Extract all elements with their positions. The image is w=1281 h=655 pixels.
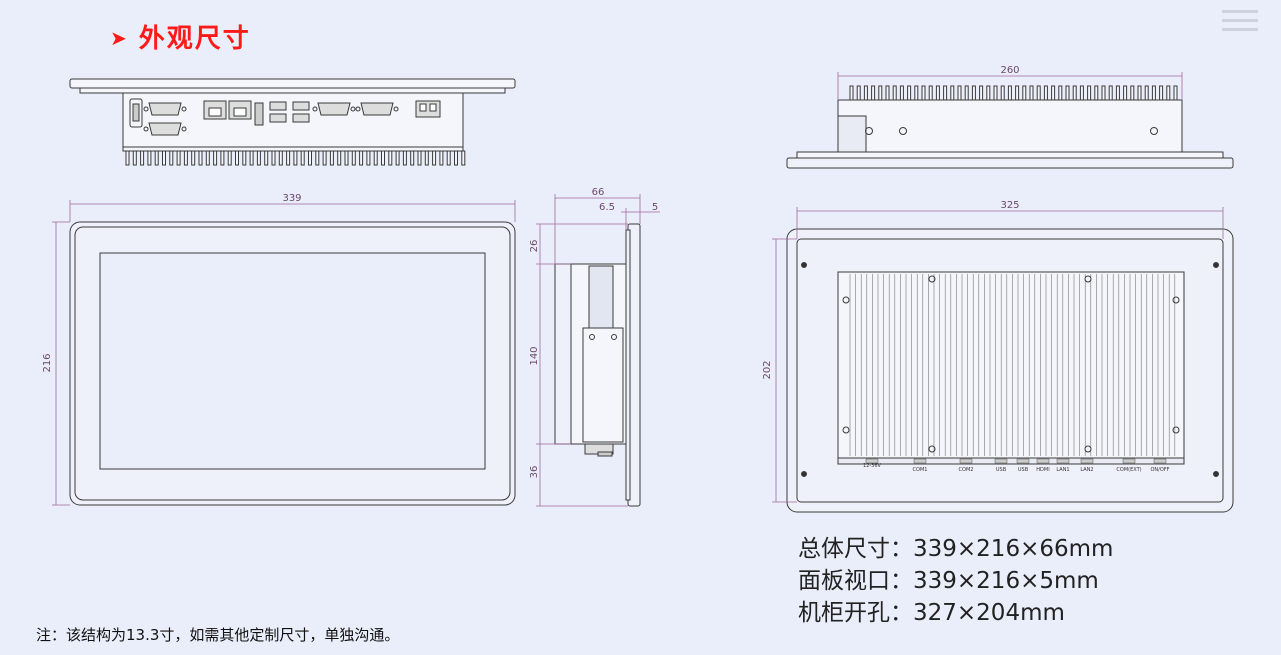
spec-value: 327×204mm <box>913 600 1065 626</box>
spec-label: 总体尺寸： <box>798 536 913 562</box>
dim-back-height: 202 <box>762 360 773 379</box>
footnote: 注：该结构为13.3寸，如需其他定制尺寸，单独沟通。 <box>36 626 400 644</box>
dim-side-depth: 66 <box>592 187 605 198</box>
port-label: USB <box>996 467 1007 473</box>
front-view <box>69 221 516 506</box>
port-label: COM2 <box>959 467 974 473</box>
dim-side-panel: 5 <box>652 202 658 213</box>
port-label: USB <box>1018 467 1029 473</box>
port-label: LAN1 <box>1056 467 1069 473</box>
port-label: COM1 <box>913 467 928 473</box>
port-label: COM(EXT) <box>1116 467 1141 473</box>
section-title-text: 外观尺寸 <box>138 24 251 54</box>
spec-list: 总体尺寸：339×216×66mm 面板视口：339×216×5mm 机柜开孔：… <box>798 533 1113 629</box>
dim-side-offset: 6.5 <box>599 202 615 213</box>
spec-row-cutout: 机柜开孔：327×204mm <box>798 597 1113 629</box>
port-label: LAN2 <box>1080 467 1093 473</box>
dim-side-top: 26 <box>529 240 540 253</box>
spec-label: 机柜开孔： <box>798 600 913 626</box>
port-label: HDMI <box>1036 467 1049 473</box>
spec-row-panel: 面板视口：339×216×5mm <box>798 565 1113 597</box>
section-title: ➤ 外观尺寸 <box>110 18 251 55</box>
side-view <box>554 223 641 507</box>
dim-side-mid: 140 <box>529 346 540 365</box>
dim-back-width: 325 <box>1000 200 1019 211</box>
port-view <box>69 78 516 166</box>
menu-icon[interactable] <box>1222 10 1258 34</box>
dim-front-height: 216 <box>42 353 53 372</box>
arrow-bullet-icon: ➤ <box>110 26 129 50</box>
back-view <box>786 228 1234 513</box>
port-label: 12-36V <box>863 463 882 469</box>
spec-label: 面板视口： <box>798 568 913 594</box>
port-label: ON/OFF <box>1150 467 1169 473</box>
dim-front-width: 339 <box>282 193 301 204</box>
top-view <box>786 85 1234 169</box>
spec-row-overall: 总体尺寸：339×216×66mm <box>798 533 1113 565</box>
dim-side-bottom: 36 <box>529 466 540 479</box>
dim-top-width: 260 <box>1000 65 1019 76</box>
spec-value: 339×216×66mm <box>913 536 1114 562</box>
spec-value: 339×216×5mm <box>913 568 1099 594</box>
